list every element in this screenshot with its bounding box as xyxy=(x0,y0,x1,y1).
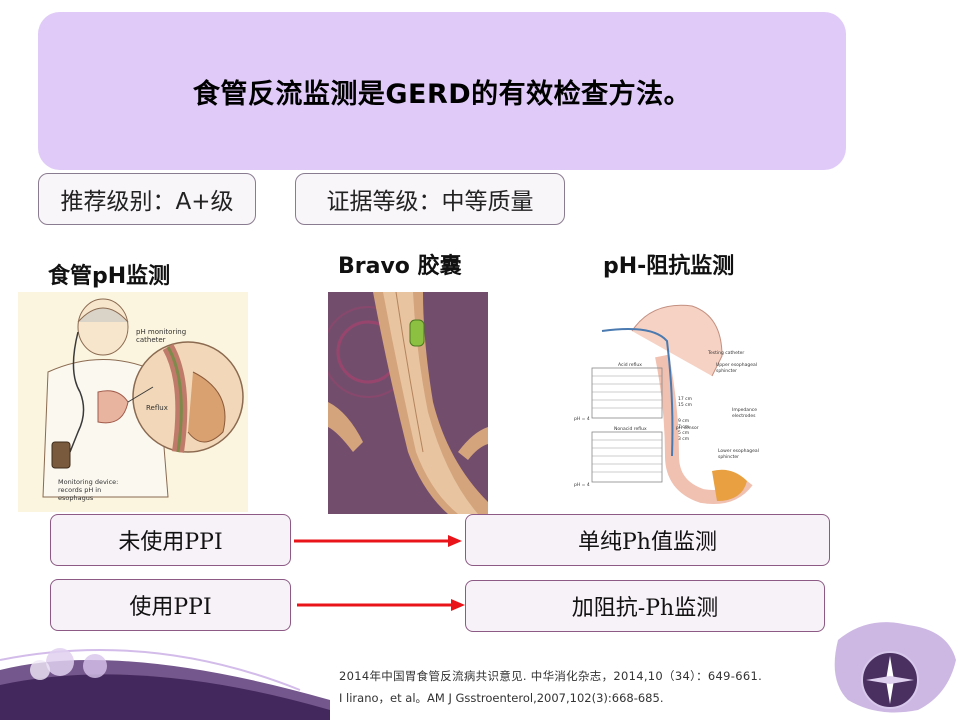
bravo-capsule-illustration xyxy=(328,292,488,514)
ph4-label-1: pH = 4 xyxy=(574,416,590,422)
reference-1: 2014年中国胃食管反流病共识意见. 中华消化杂志，2014,10（34）：64… xyxy=(339,669,763,683)
reflux-label: Reflux xyxy=(146,404,168,412)
arrow-right-icon xyxy=(297,595,465,615)
testing-catheter-label: Testing catheter xyxy=(707,350,744,356)
reference-2: I lirano，et al。AM J Gsstroenterol,2007,1… xyxy=(339,691,664,705)
level-9cm: 9 cm xyxy=(678,418,689,424)
lower-sphincter-label-2: sphincter xyxy=(718,454,739,460)
impedance-label-2: electrodes xyxy=(732,413,756,419)
result-ph-only-box: 单纯Ph值监测 xyxy=(465,514,830,566)
method-title-ph-impedance: pH-阻抗监测 xyxy=(603,254,735,279)
impedance-label: Impedance xyxy=(732,407,757,413)
result-impedance-ph-box: 加阻抗-Ph监测 xyxy=(465,580,825,632)
evidence-level-tag: 证据等级：中等质量 xyxy=(295,173,565,225)
ph-sensor-label: pH sensor xyxy=(676,425,699,431)
condition-no-ppi-box: 未使用PPI xyxy=(50,514,291,566)
level-3cm: 3 cm xyxy=(678,436,689,442)
method-title-bravo-capsule: Bravo 胶囊 xyxy=(338,254,462,279)
slide-title: 食管反流监测是GERD的有效检查方法。 xyxy=(192,78,692,110)
level-5cm: 5 cm xyxy=(678,430,689,436)
nonacid-reflux-label: Nonacid reflux xyxy=(614,426,647,432)
arrow-right-icon xyxy=(294,531,462,551)
title-banner: 食管反流监测是GERD的有效检查方法。 xyxy=(38,12,846,170)
device-label: Monitoring device: xyxy=(58,478,118,486)
lower-sphincter-label: Lower esophageal xyxy=(718,448,759,454)
compass-map-logo xyxy=(818,600,960,720)
device-label-2: records pH in xyxy=(58,486,101,494)
decorative-swirl xyxy=(0,600,330,720)
upper-sphincter-label-2: sphincter xyxy=(716,368,737,374)
condition-ppi-box: 使用PPI xyxy=(50,579,291,631)
level-17cm: 17 cm xyxy=(678,396,692,402)
catheter-label-2: catheter xyxy=(136,336,166,344)
method-title-ph-monitoring: 食管pH监测 xyxy=(48,264,171,289)
level-15cm: 15 cm xyxy=(678,402,692,408)
ph4-label-2: pH = 4 xyxy=(574,482,590,488)
catheter-label: pH monitoring xyxy=(136,328,186,336)
ph-monitoring-illustration: pH monitoring catheter Reflux Monitoring… xyxy=(18,292,248,512)
recommendation-level-tag: 推荐级别：A+级 xyxy=(38,173,256,225)
device-label-3: esophagus xyxy=(58,494,94,502)
ph-impedance-illustration: Testing catheter Upper esophageal sphinc… xyxy=(572,296,762,510)
upper-sphincter-label: Upper esophageal xyxy=(716,362,757,368)
level-7cm: 7 cm xyxy=(678,424,689,430)
acid-reflux-label: Acid reflux xyxy=(618,362,642,368)
